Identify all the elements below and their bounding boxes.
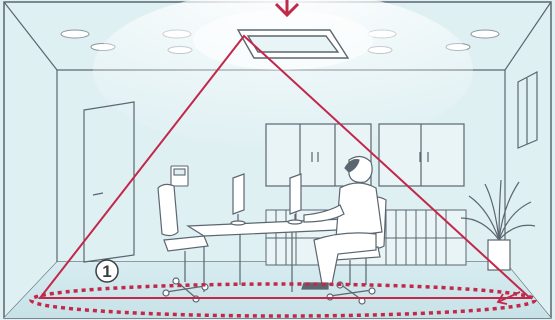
wall-controller — [171, 166, 188, 186]
marker-1-label: 1 — [102, 262, 111, 281]
marker-1: 1 — [96, 260, 118, 282]
air-conditioner-icon — [238, 30, 348, 58]
